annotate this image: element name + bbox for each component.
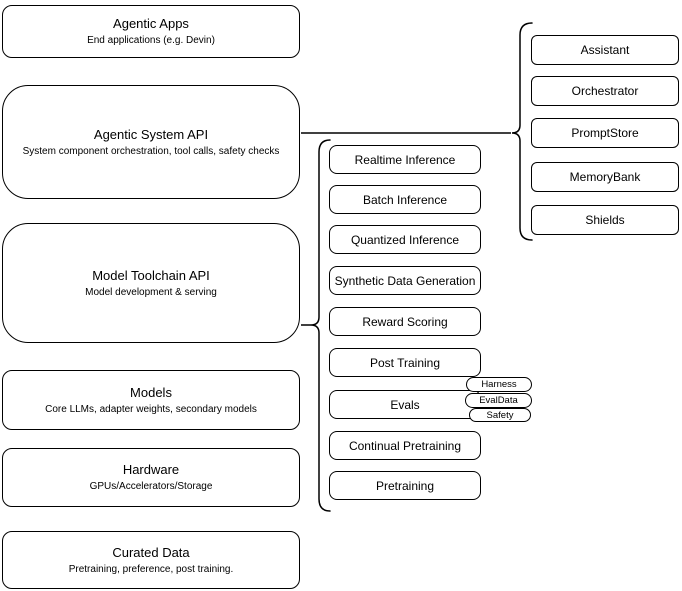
node-label: MemoryBank	[569, 170, 641, 184]
node-subtitle: Pretraining, preference, post training.	[68, 563, 234, 575]
node-hardware: Hardware GPUs/Accelerators/Storage	[2, 448, 300, 507]
node-title: Models	[130, 384, 172, 400]
eval-tag-evaldata: EvalData	[465, 393, 532, 408]
node-assistant: Assistant	[531, 35, 679, 65]
node-title: Curated Data	[112, 544, 190, 560]
node-label: Orchestrator	[571, 84, 639, 98]
node-memorybank: MemoryBank	[531, 162, 679, 192]
node-curated-data: Curated Data Pretraining, preference, po…	[2, 531, 300, 589]
node-shields: Shields	[531, 205, 679, 235]
node-title: Hardware	[122, 462, 180, 477]
node-evals: Evals	[329, 390, 481, 419]
eval-tag-safety: Safety	[469, 408, 531, 422]
node-model-toolchain-api: Model Toolchain API Model development & …	[2, 223, 300, 343]
node-agentic-system-api: Agentic System API System component orch…	[2, 85, 300, 199]
node-label: Assistant	[580, 43, 630, 57]
toolchain-bracket-icon	[310, 139, 331, 512]
node-label: Batch Inference	[362, 192, 448, 207]
node-label: Realtime Inference	[354, 152, 456, 167]
node-subtitle: GPUs/Accelerators/Storage	[89, 481, 213, 492]
node-reward-scoring: Reward Scoring	[329, 307, 481, 336]
node-post-training: Post Training	[329, 348, 481, 377]
node-models: Models Core LLMs, adapter weights, secon…	[2, 370, 300, 430]
node-batch-inference: Batch Inference	[329, 185, 481, 214]
node-title: Model Toolchain API	[92, 267, 210, 283]
node-agentic-apps: Agentic Apps End applications (e.g. Devi…	[2, 5, 300, 58]
node-label: Shields	[585, 213, 625, 227]
node-promptstore: PromptStore	[531, 118, 679, 148]
node-subtitle: System component orchestration, tool cal…	[22, 145, 280, 157]
system-bracket-icon	[511, 22, 533, 241]
node-realtime-inference: Realtime Inference	[329, 145, 481, 174]
node-label: Quantized Inference	[350, 232, 460, 247]
node-label: PromptStore	[571, 126, 639, 140]
eval-tag-label: EvalData	[479, 395, 518, 406]
node-subtitle: Core LLMs, adapter weights, secondary mo…	[45, 403, 257, 415]
node-label: Evals	[390, 397, 420, 412]
node-label: Continual Pretraining	[348, 438, 462, 453]
node-continual-pretraining: Continual Pretraining	[329, 431, 481, 460]
eval-tag-harness: Harness	[466, 377, 532, 392]
node-orchestrator: Orchestrator	[531, 76, 679, 106]
node-subtitle: End applications (e.g. Devin)	[87, 35, 215, 46]
node-label: Reward Scoring	[362, 314, 448, 329]
node-label: Synthetic Data Generation	[334, 273, 476, 288]
eval-tag-label: Safety	[486, 409, 514, 421]
eval-tag-label: Harness	[481, 379, 517, 390]
node-title: Agentic System API	[93, 126, 209, 142]
node-synthetic-data-generation: Synthetic Data Generation	[329, 266, 481, 295]
node-pretraining: Pretraining	[329, 471, 481, 500]
node-quantized-inference: Quantized Inference	[329, 225, 481, 254]
node-label: Post Training	[369, 355, 441, 370]
node-title: Agentic Apps	[113, 16, 189, 31]
node-label: Pretraining	[375, 478, 435, 493]
node-subtitle: Model development & serving	[85, 286, 217, 298]
